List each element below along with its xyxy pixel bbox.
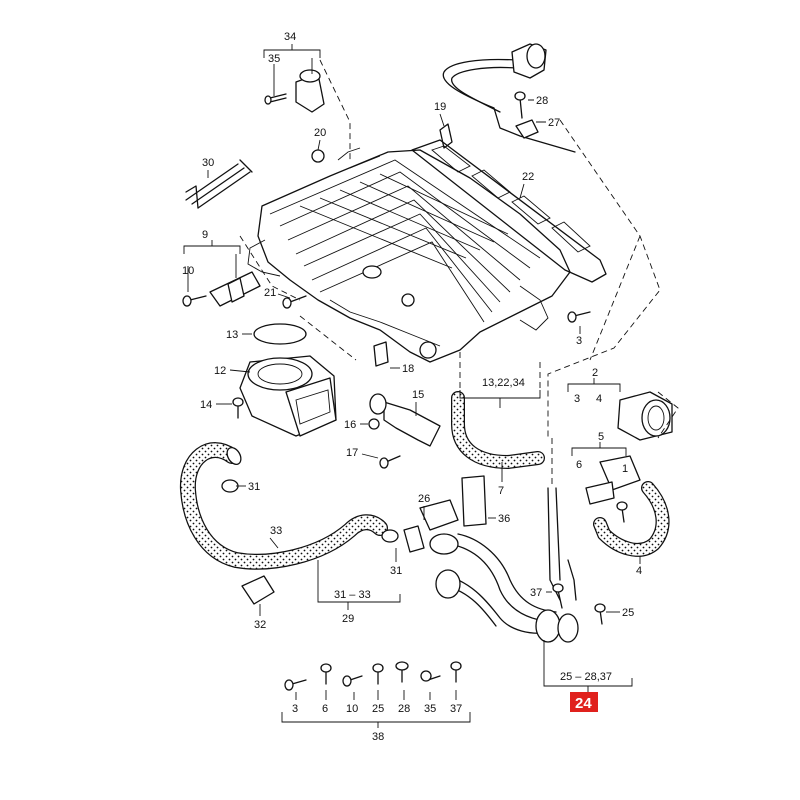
label-13: 13	[226, 329, 238, 341]
label-33: 33	[270, 525, 282, 537]
label-28: 28	[536, 95, 548, 107]
sensor-9	[209, 271, 261, 307]
sensor-34	[295, 69, 325, 113]
label-17: 17	[346, 447, 358, 459]
hose-33	[179, 442, 388, 570]
valve-2	[617, 391, 673, 441]
label-bottom-37: 37	[450, 703, 462, 715]
label-36: 36	[498, 513, 510, 525]
gasket-22	[411, 139, 607, 283]
cable-ties-30	[185, 159, 253, 209]
label-24: 24	[575, 695, 592, 712]
o-ring-13	[253, 323, 307, 345]
label-20: 20	[314, 127, 326, 139]
label-30: 30	[202, 157, 214, 169]
label-14: 14	[200, 399, 212, 411]
part-labels: 34 35 19 20 30 28 27 22 9 10 21 13 12 14…	[182, 31, 642, 743]
intake-manifold	[247, 147, 571, 363]
label-4-hose: 4	[636, 565, 642, 577]
label-bottom-25: 25	[372, 703, 384, 715]
label-31-left: 31	[248, 481, 260, 493]
label-32: 32	[254, 619, 266, 631]
label-13-22-34: 13,22,34	[482, 377, 525, 389]
label-25-28-37: 25 – 28,37	[560, 671, 612, 683]
label-6-group5: 6	[576, 459, 582, 471]
label-4-group2: 4	[596, 393, 602, 405]
label-12: 12	[214, 365, 226, 377]
label-27: 27	[548, 117, 560, 129]
bracket-15	[369, 393, 441, 447]
label-38: 38	[372, 731, 384, 743]
label-35: 35	[268, 53, 280, 65]
small-fasteners	[182, 91, 628, 625]
clamp-32	[241, 575, 275, 605]
label-26: 26	[418, 493, 430, 505]
highlight-label-24: 24	[570, 692, 598, 712]
label-bottom-35: 35	[424, 703, 436, 715]
label-5: 5	[598, 431, 604, 443]
label-3-right: 3	[576, 335, 582, 347]
label-31-center: 31	[390, 565, 402, 577]
hose-4	[593, 481, 670, 557]
label-29: 29	[342, 613, 354, 625]
pipe-assembly-24	[403, 487, 579, 643]
label-bottom-3: 3	[292, 703, 298, 715]
label-15: 15	[412, 389, 424, 401]
label-1: 1	[622, 463, 628, 475]
label-18: 18	[402, 363, 414, 375]
label-bottom-28: 28	[398, 703, 410, 715]
label-bottom-10: 10	[346, 703, 358, 715]
hose-7	[451, 391, 545, 470]
label-9: 9	[202, 229, 208, 241]
label-34: 34	[284, 31, 296, 43]
label-19: 19	[434, 101, 446, 113]
label-22: 22	[522, 171, 534, 183]
highlight-badge	[570, 692, 598, 712]
fastener-row-38	[284, 661, 462, 691]
label-10: 10	[182, 265, 194, 277]
throttle-body	[239, 355, 337, 437]
label-21: 21	[264, 287, 276, 299]
label-16: 16	[344, 419, 356, 431]
label-3-group2: 3	[574, 393, 580, 405]
vent-hose	[442, 43, 576, 153]
label-25: 25	[622, 607, 634, 619]
label-2: 2	[592, 367, 598, 379]
label-7: 7	[498, 485, 504, 497]
label-31-33: 31 – 33	[334, 589, 371, 601]
leader-lines	[183, 44, 679, 728]
solenoid-5	[585, 455, 641, 505]
label-37: 37	[530, 587, 542, 599]
label-bottom-6: 6	[322, 703, 328, 715]
